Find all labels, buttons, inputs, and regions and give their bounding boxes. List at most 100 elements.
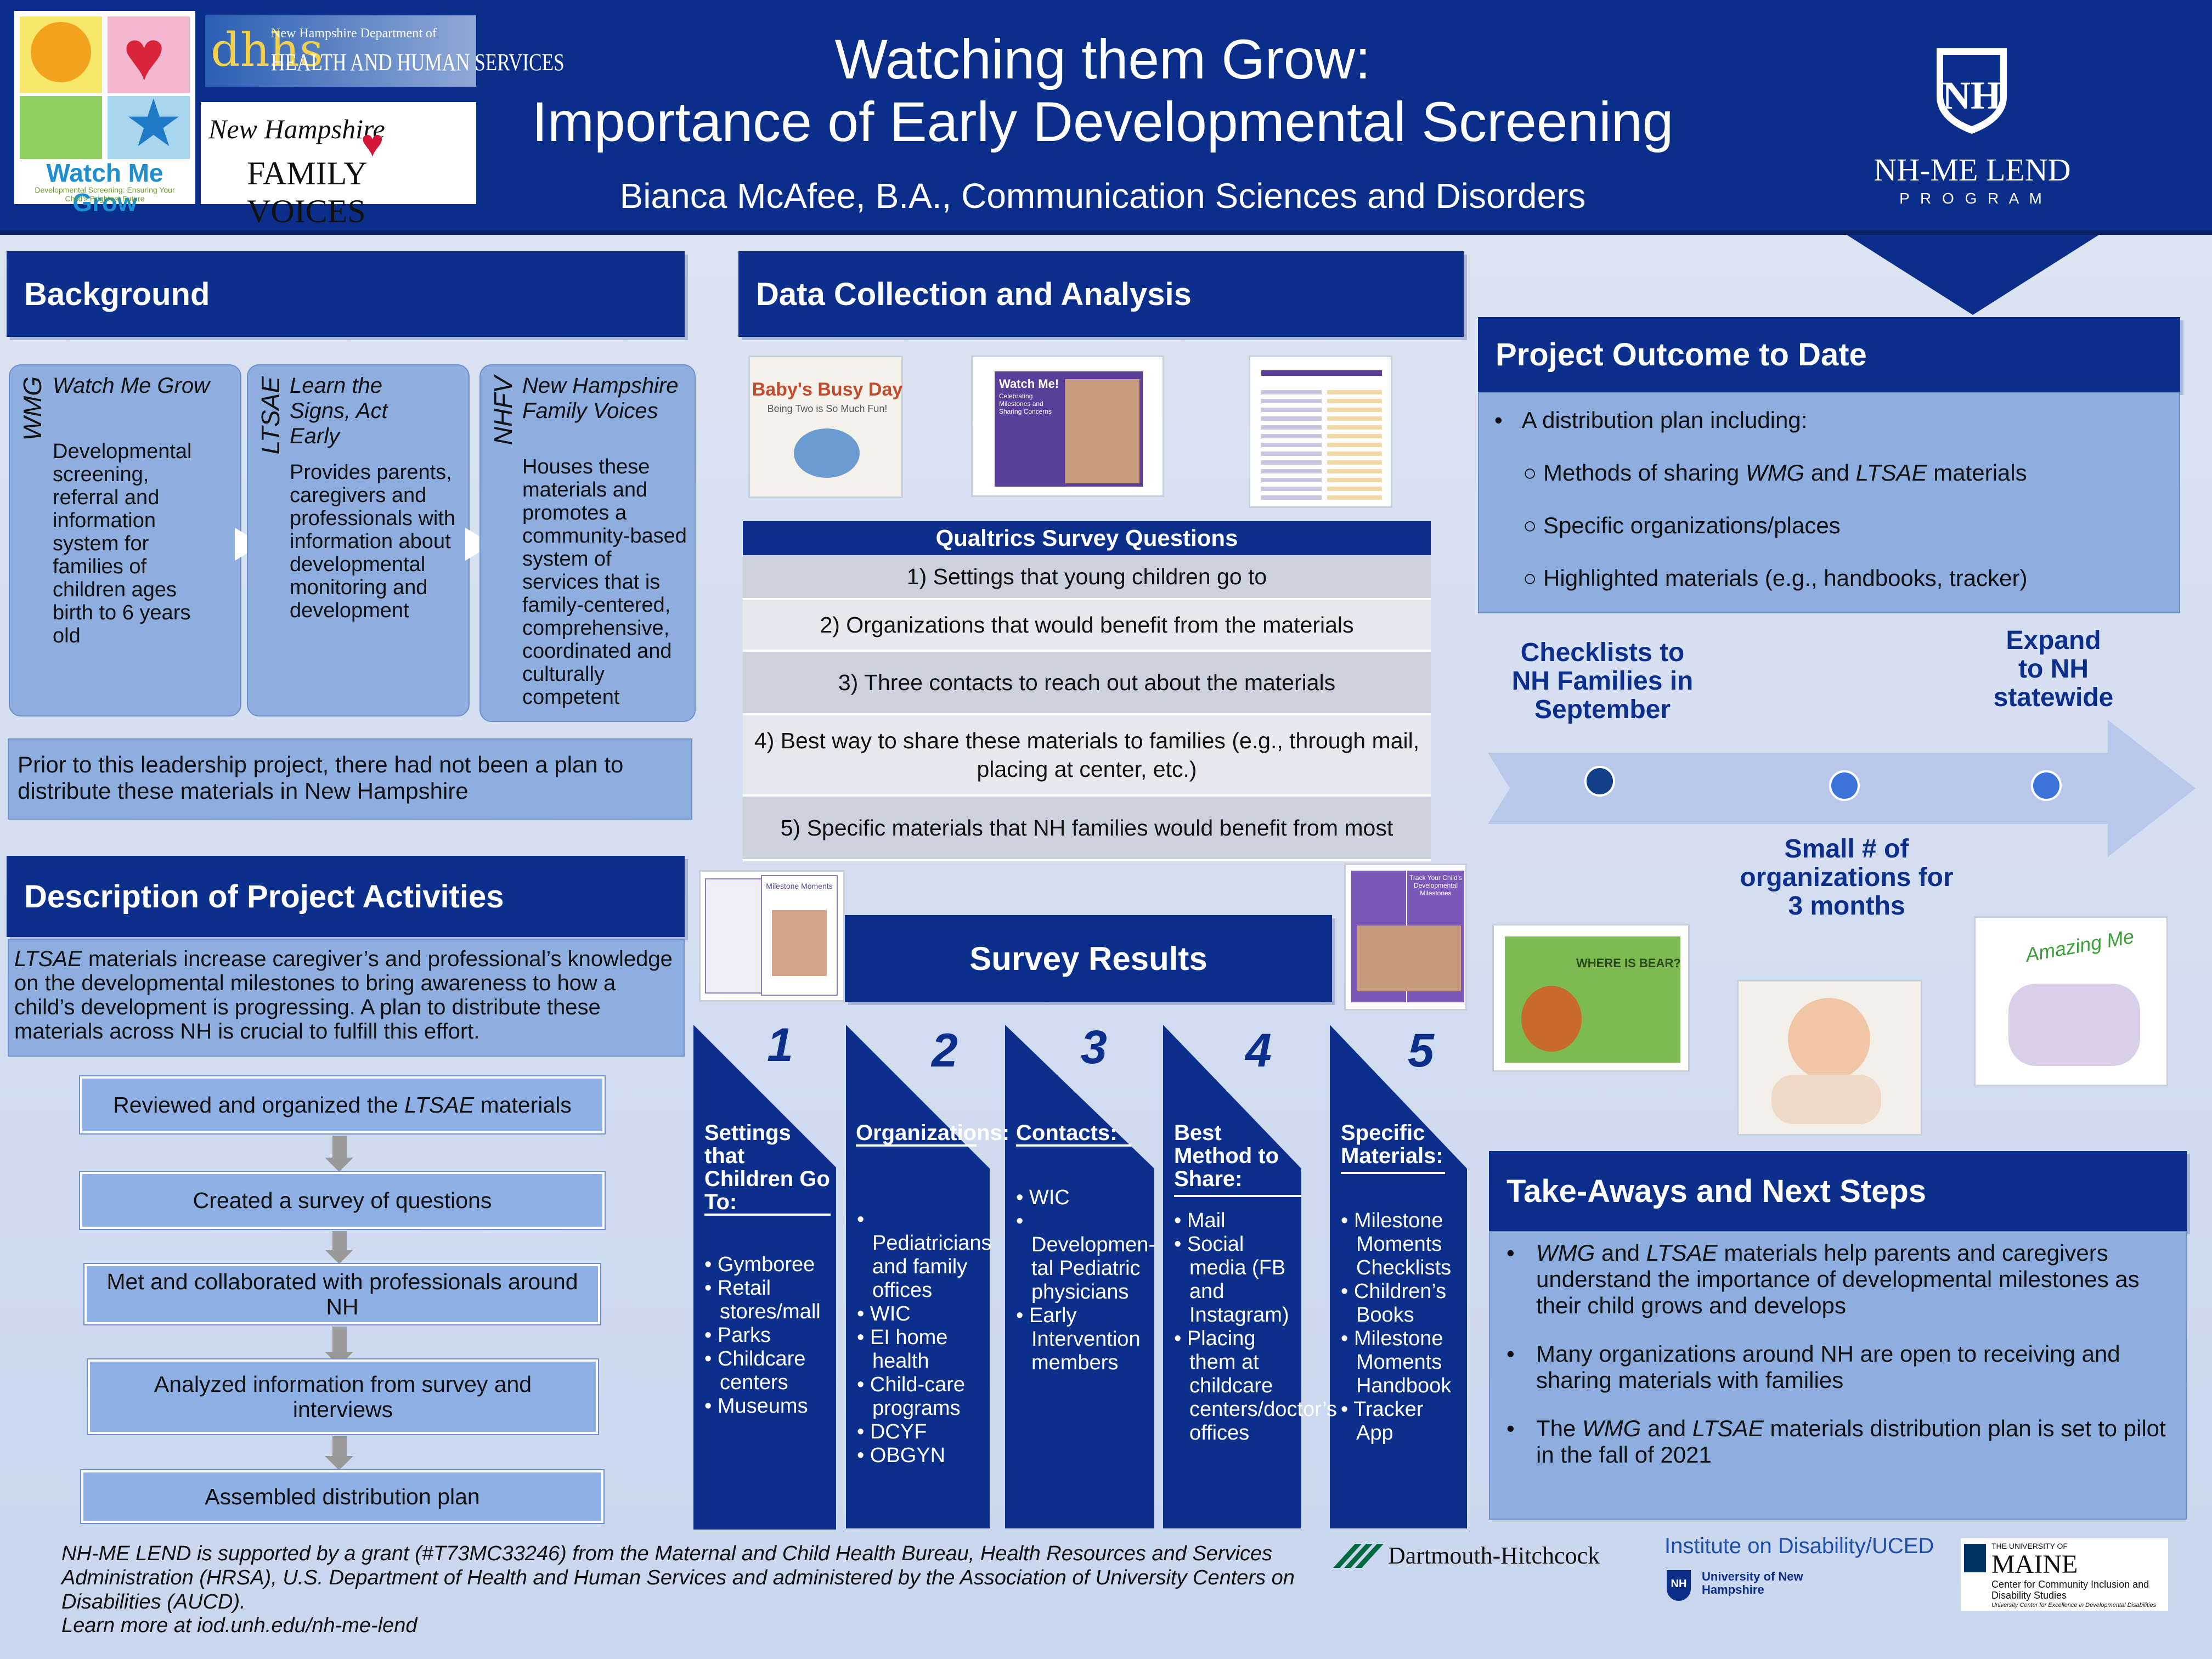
chevron-1	[693, 1025, 836, 1530]
outcome-panel: • A distribution plan including: ○ Metho…	[1478, 392, 2180, 613]
maine-sub: Center for Community Inclusion and Disab…	[1991, 1579, 2149, 1601]
flyer-image	[1249, 356, 1392, 508]
survey-question: 5) Specific materials that NH families w…	[743, 797, 1431, 861]
unh-shield-icon: NH	[1932, 44, 2011, 136]
chevron-number: 5	[1408, 1024, 1434, 1077]
down-arrow-icon	[332, 1436, 347, 1458]
list-item: •WMG and LTSAE materials help parents an…	[1506, 1240, 2140, 1318]
chevron-title: Organizations:	[856, 1121, 1009, 1147]
data-collection-heading: Data Collection and Analysis	[738, 251, 1464, 337]
intro-italic: LTSAE	[14, 947, 82, 971]
chevron-number: 1	[767, 1019, 793, 1071]
where-is-bear-book-image: WHERE IS BEAR?	[1492, 924, 1690, 1072]
down-arrow-icon	[325, 1250, 353, 1264]
list-item: • Tracker App	[1341, 1398, 1424, 1444]
tracker-booklet-image: Track Your Child's Developmental Milesto…	[1344, 864, 1467, 1011]
poster-author: Bianca McAfee, B.A., Communication Scien…	[619, 176, 1586, 216]
down-arrow-icon	[332, 1231, 347, 1252]
list-item: • OBGYN	[857, 1444, 946, 1467]
chevron-4	[1163, 1025, 1301, 1528]
outcome-sub-item: ○ Specific organizations/places	[1523, 512, 1841, 538]
card-abbr: LTSAE	[256, 376, 285, 455]
dartmouth-name: Dartmouth-Hitchcock	[1388, 1542, 1600, 1569]
amazing-me-book-image: Amazing Me	[1974, 916, 2168, 1086]
survey-results-heading: Survey Results	[845, 915, 1332, 1002]
list-item: • WIC	[857, 1302, 911, 1325]
list-item: • Developmen-tal Pediatric physicians	[1016, 1210, 1155, 1304]
list-item: • Children’s Books	[1341, 1280, 1447, 1327]
dhhs-abbr: dhhs	[211, 23, 324, 77]
chevron-title: Settings that Children Go To:	[704, 1121, 831, 1216]
list-item: • Mail	[1174, 1209, 1226, 1232]
activity-step-3: Met and collaborated with professionals …	[84, 1264, 600, 1324]
down-arrow-icon	[332, 1327, 347, 1354]
baby-photo	[1737, 980, 1922, 1136]
activity-step-2: Created a survey of questions	[80, 1172, 605, 1229]
list-item: • Retail stores/mall	[704, 1277, 821, 1323]
lend-logo-name: NH-ME LEND	[1874, 152, 2071, 188]
unh-shield-icon: NH	[1667, 1570, 1691, 1601]
list-item: • Milestone Moments Checklists	[1341, 1209, 1452, 1279]
list-item: • Placing them at childcare centers/doct…	[1174, 1327, 1337, 1444]
chevron-list-4: • Mail • Social media (FB and Instagram)…	[1174, 1209, 1337, 1445]
iod-name: Institute on Disability/UCED	[1664, 1534, 1934, 1558]
list-item: • Parks	[704, 1324, 771, 1347]
maine-small: THE UNIVERSITY OF	[1991, 1542, 2068, 1550]
survey-question: 2) Organizations that would benefit from…	[743, 600, 1431, 652]
outcome-lead: • A distribution plan including:	[1494, 407, 1808, 433]
list-item: • WIC	[1016, 1186, 1070, 1209]
survey-question: 3) Three contacts to reach out about the…	[743, 652, 1431, 715]
survey-chevrons	[693, 1025, 1467, 1530]
svg-text:NH: NH	[1942, 74, 2001, 117]
outcome-sub-item: ○ Methods of sharing WMG and LTSAE mater…	[1523, 460, 2027, 486]
list-item: • Gymboree	[704, 1253, 815, 1276]
list-item: • EI home health	[857, 1326, 948, 1373]
book-title: Baby's Busy Day	[752, 379, 903, 400]
poster-title-line2: Importance of Early Developmental Screen…	[532, 91, 1674, 153]
poster-title-line1: Watching them Grow:	[834, 28, 1371, 91]
dhhs-name: HEALTH AND HUMAN SERVICES	[271, 49, 565, 76]
background-card-wmg: WMG Watch Me Grow Developmental screenin…	[9, 364, 241, 716]
list-item: • Early Intervention members	[1016, 1304, 1141, 1374]
background-note: Prior to this leadership project, there …	[8, 738, 692, 820]
timeline-dot	[2031, 770, 2062, 801]
chevron-number: 3	[1081, 1021, 1107, 1074]
chevron-number: 4	[1245, 1024, 1272, 1077]
list-item: • Pediatricians and family offices	[857, 1208, 992, 1302]
chevron-title: Best Method to Share:	[1174, 1121, 1301, 1197]
chevron-2	[846, 1025, 990, 1528]
book-title: WHERE IS BEAR?	[1576, 956, 1681, 970]
list-item: • Social media (FB and Instagram)	[1174, 1233, 1289, 1327]
watch-me-grow-logo: ♥ ★ Watch Me Grow Developmental Screenin…	[14, 11, 195, 217]
star-icon: ★	[124, 87, 183, 160]
chevron-number: 2	[932, 1024, 958, 1077]
book-subtitle: Being Two is So Much Fun!	[767, 403, 888, 414]
dhhs-logo: dhhs New Hampshire Department of HEALTH …	[205, 15, 565, 87]
card-body: Provides parents, caregivers and profess…	[290, 461, 456, 622]
watch-me-brochure-image: Watch Me! Celebrating Milestones and Sha…	[971, 356, 1164, 497]
child-photo	[1065, 379, 1139, 483]
dartmouth-hitchcock-logo: Dartmouth-Hitchcock	[1333, 1539, 1640, 1572]
lend-logo-program: P R O G R A M	[1899, 190, 2045, 207]
outcome-heading: Project Outcome to Date	[1478, 317, 2180, 392]
activities-heading: Description of Project Activities	[7, 856, 685, 937]
list-item: • DCYF	[857, 1420, 927, 1443]
takeaways-list: •WMG and LTSAE materials help parents an…	[1506, 1240, 2169, 1468]
poster-header: ♥ ★ Watch Me Grow Developmental Screenin…	[0, 0, 2212, 235]
timeline-label-2: Small # of organizations for 3 months	[1740, 834, 1954, 921]
list-item: •The WMG and LTSAE materials distributio…	[1506, 1415, 2166, 1468]
heart-icon: ♥	[123, 15, 166, 95]
booklet-label: Track Your Child's Developmental Milesto…	[1409, 874, 1462, 897]
babys-busy-day-book-image: Baby's Busy Day Being Two is So Much Fun…	[748, 356, 903, 498]
card-abbr: NHFV	[489, 376, 517, 445]
list-item: • Milestone Moments Handbook	[1341, 1327, 1452, 1397]
list-item: •Many organizations around NH are open t…	[1506, 1341, 2120, 1393]
list-item: • Museums	[704, 1395, 808, 1418]
qualtrics-survey-table: Qualtrics Survey Questions 1) Settings t…	[743, 521, 1431, 861]
survey-question: 4) Best way to share these materials to …	[743, 715, 1431, 797]
card-title: Watch Me Grow	[53, 374, 210, 398]
activity-step-5: Assembled distribution plan	[81, 1470, 603, 1523]
takeaways-panel: •WMG and LTSAE materials help parents an…	[1489, 1231, 2187, 1520]
footer-funding: NH-ME LEND is supported by a grant (#T73…	[61, 1542, 1295, 1613]
footer-learn-more: Learn more at iod.unh.edu/nh-me-lend	[61, 1614, 417, 1637]
